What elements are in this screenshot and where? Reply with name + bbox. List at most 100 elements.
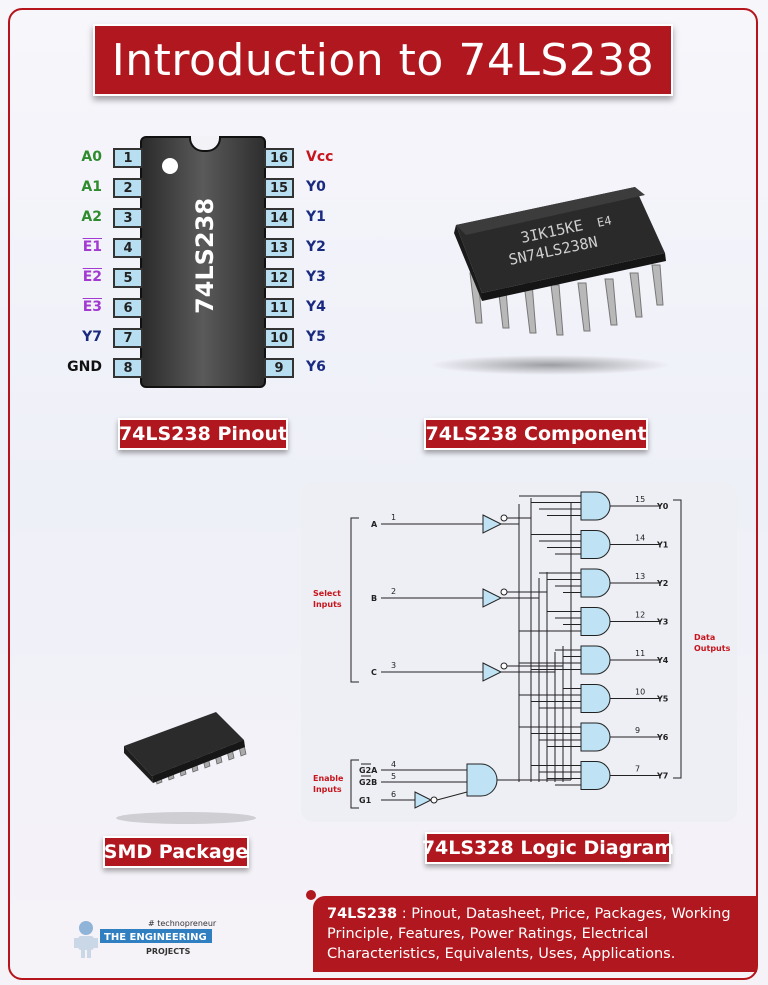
output-pin-10: 10: [635, 688, 645, 697]
output-label-y4: Y4: [656, 656, 669, 665]
pin-number-6: 6: [113, 298, 143, 318]
output-pin-12: 12: [635, 611, 645, 620]
output-label-y1: Y1: [656, 541, 669, 550]
pin-label-a0: A0: [81, 149, 102, 165]
data-label-2: Outputs: [694, 644, 731, 653]
pin-label-y2: Y2: [306, 239, 326, 255]
pin-label-e1: E1: [82, 239, 102, 255]
select-input-a: A: [371, 520, 378, 529]
output-pin-11: 11: [635, 649, 645, 658]
inverter-bubble: [500, 588, 508, 596]
pin-label-vcc: Vcc: [306, 149, 334, 165]
enable-input-g1: G1: [359, 796, 372, 805]
info-dot: [306, 890, 316, 900]
select-label-2: Inputs: [313, 600, 342, 609]
select-pin-2: 2: [391, 587, 396, 596]
pin-number-4: 4: [113, 238, 143, 258]
info-bold: 74LS238: [327, 906, 398, 922]
pin-number-3: 3: [113, 208, 143, 228]
logo-tag: # technopreneur: [148, 919, 217, 928]
enable-input-g2b: G2B: [359, 778, 377, 787]
output-pin-15: 15: [635, 495, 645, 504]
pin-number-13: 13: [264, 238, 294, 258]
pin1-marker: [162, 158, 178, 174]
caption-smd: SMD Package: [103, 836, 249, 868]
data-label-1: Data: [694, 633, 715, 642]
inverter-bubble: [500, 514, 508, 522]
output-label-y6: Y6: [656, 733, 669, 742]
pin-label-gnd: GND: [67, 359, 102, 375]
and-gate-y2: [580, 568, 611, 598]
output-brace: [673, 499, 682, 779]
enable-pin-5: 5: [391, 772, 396, 781]
pin-number-16: 16: [264, 148, 294, 168]
buffer-gate: [482, 662, 503, 682]
pin-number-12: 12: [264, 268, 294, 288]
select-input-c: C: [371, 668, 377, 677]
buffer-gate: [482, 588, 503, 608]
pin-label-y1: Y1: [306, 209, 326, 225]
pin-label-y7: Y7: [82, 329, 102, 345]
pin-number-1: 1: [113, 148, 143, 168]
output-label-y7: Y7: [656, 772, 668, 781]
pin-label-a1: A1: [81, 179, 102, 195]
enable-pin-6: 6: [391, 790, 396, 799]
enable-label-1: Enable: [313, 774, 344, 783]
page-title: Introduction to 74LS238: [111, 34, 655, 86]
robot-icon: # technopreneur THE ENGINEERING PROJECTS: [74, 919, 217, 958]
pin-label-a2: A2: [81, 209, 102, 225]
caption-component: 74LS238 Component: [424, 418, 648, 450]
and-gate-y3: [580, 607, 611, 636]
output-label-y2: Y2: [656, 579, 668, 588]
select-input-b: B: [371, 594, 377, 603]
smd-package-image: [116, 712, 256, 824]
chip-label: 74LS238: [191, 197, 219, 315]
output-label-y0: Y0: [656, 502, 669, 511]
caption-logic: 74LS328 Logic Diagram: [422, 832, 674, 864]
pin-label-y6: Y6: [306, 359, 326, 375]
inverter-bubble: [500, 662, 508, 670]
pin-label-y5: Y5: [306, 329, 326, 345]
select-brace: [350, 517, 359, 683]
enable-label-2: Inputs: [313, 785, 342, 794]
and-gate-y5: [580, 684, 611, 713]
enable-inverter: [414, 791, 433, 809]
pin-number-9: 9: [264, 358, 294, 378]
pin-number-5: 5: [113, 268, 143, 288]
enable-wire: [436, 791, 468, 801]
and-gate-y6: [580, 722, 611, 752]
output-pin-14: 14: [635, 534, 645, 543]
logo-line2: PROJECTS: [146, 947, 191, 956]
output-pin-9: 9: [635, 726, 640, 735]
and-gate-y4: [580, 645, 611, 675]
pin-number-2: 2: [113, 178, 143, 198]
buffer-gate: [482, 514, 503, 534]
enable-pin-4: 4: [391, 760, 396, 769]
and-gate-y7: [580, 761, 611, 790]
select-pin-1: 1: [391, 513, 396, 522]
pin-label-e2: E2: [82, 269, 102, 285]
pin-label-y3: Y3: [306, 269, 326, 285]
info-box: 74LS238 : Pinout, Datasheet, Price, Pack…: [313, 896, 757, 972]
select-label-1: Select: [313, 589, 341, 598]
and-gate-y1: [580, 530, 611, 559]
output-label-y3: Y3: [656, 618, 668, 627]
page-frame: [8, 8, 758, 980]
pin-number-7: 7: [113, 328, 143, 348]
output-pin-7: 7: [635, 765, 640, 774]
logic-diagram: A1B2C315Y014Y113Y212Y311Y410Y59Y67Y7G2A4…: [313, 491, 731, 809]
title-banner: Introduction to 74LS238: [93, 24, 673, 96]
pin-number-14: 14: [264, 208, 294, 228]
caption-pinout: 74LS238 Pinout: [118, 418, 288, 450]
info-text: : Pinout, Datasheet, Price, Packages, Wo…: [327, 906, 731, 962]
pin-number-15: 15: [264, 178, 294, 198]
chip-notch: [189, 136, 221, 152]
select-pin-3: 3: [391, 661, 396, 670]
output-pin-13: 13: [635, 572, 645, 581]
component-image: 3IK15KE E4 SN74LS238N: [430, 187, 670, 375]
brand-logo: # technopreneur THE ENGINEERING PROJECTS: [72, 916, 232, 960]
pin-label-e3: E3: [82, 299, 102, 315]
enable-brace: [350, 759, 359, 809]
component-marking-1b: E4: [596, 213, 613, 230]
